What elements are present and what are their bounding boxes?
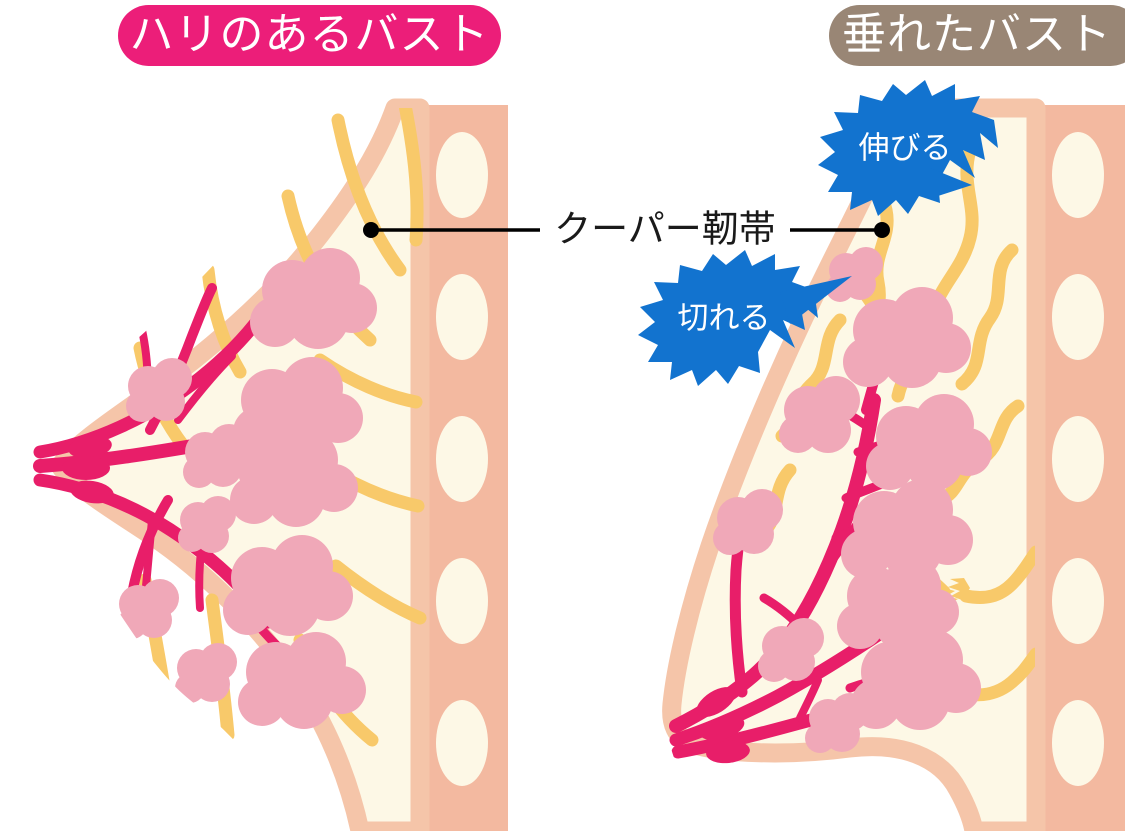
leader-dot-left [363,222,379,238]
callout-tear-text: 切れる [678,301,771,337]
lobule-cluster [843,287,971,388]
lobule-cluster [779,376,860,453]
lobule-small [805,693,869,753]
leader-dot-right [874,222,890,238]
callout-stretch[interactable]: 伸びる [818,80,998,216]
lobule-small [117,579,179,639]
right-title-pill[interactable]: 垂れたバスト [829,5,1125,66]
duct-branch [127,495,173,599]
ligament-leader-annotation: クーパー靭帯 [363,208,890,251]
sinus-bulge [62,456,110,480]
ligament-taut [397,108,424,247]
rib-oval [1052,132,1104,218]
duct-branch [796,676,822,722]
rib-oval [1052,416,1104,502]
right-lactiferous-sinuses [696,687,750,764]
right-pill-label: 垂れたバスト [842,9,1112,60]
rib-oval [1052,274,1104,360]
lobule-small [713,489,783,555]
duct-branch [142,516,156,590]
rib-oval [436,132,488,218]
callout-stretch-text: 伸びる [859,131,952,167]
left-mammary-lobules [117,248,377,729]
rib-oval [436,558,488,644]
lobule-cluster [250,248,377,349]
left-title-pill[interactable]: ハリのあるバスト [118,5,501,66]
frayed-tip [948,578,970,600]
lobule-small [758,618,824,682]
left-ribs [436,132,488,786]
starburst-pointer [930,168,972,196]
lobule-cluster [230,430,358,527]
left-chest-wall [388,105,508,831]
right-breast-sagging [662,98,1046,831]
starburst-shape [638,250,818,386]
rib-oval [436,274,488,360]
duct-branch [174,352,236,424]
right-mammary-lobules [713,247,992,753]
left-lactiferous-sinuses [62,435,114,504]
ligament-stretched [955,243,1019,391]
left-breast-firm [33,98,430,831]
starburst-shape [818,80,998,216]
right-pill-background [829,5,1125,66]
ligament-label-text: クーパー靭帯 [554,208,776,251]
lobule-small [126,358,192,422]
ligament-torn-segment [959,545,1035,604]
lobule-small [175,643,237,703]
lobule-small [183,424,249,488]
lobule-cluster [841,479,973,580]
sinus-bulge [68,435,112,459]
lobule-cluster [223,535,353,636]
sinus-bulge [70,480,114,504]
starburst-pointer [780,276,852,324]
lobule-cluster [866,394,992,491]
ligament-taut [331,113,407,277]
ligament-taut [329,559,427,625]
sinus-bulge [706,740,750,764]
callout-tear[interactable]: 切れる [638,250,852,386]
lobule-cluster [238,632,366,729]
lobule-small [178,496,236,553]
right-ribs [1052,132,1104,786]
sinus-bulge [696,687,736,717]
left-pill-label: ハリのあるバスト [130,9,490,60]
rib-oval [1052,558,1104,644]
rib-oval [436,700,488,786]
rib-oval [436,416,488,502]
lobule-cluster [851,629,981,730]
left-pill-background [118,5,501,66]
ligament-taut [201,263,247,379]
rib-oval [1052,700,1104,786]
sinus-bulge [699,715,745,741]
